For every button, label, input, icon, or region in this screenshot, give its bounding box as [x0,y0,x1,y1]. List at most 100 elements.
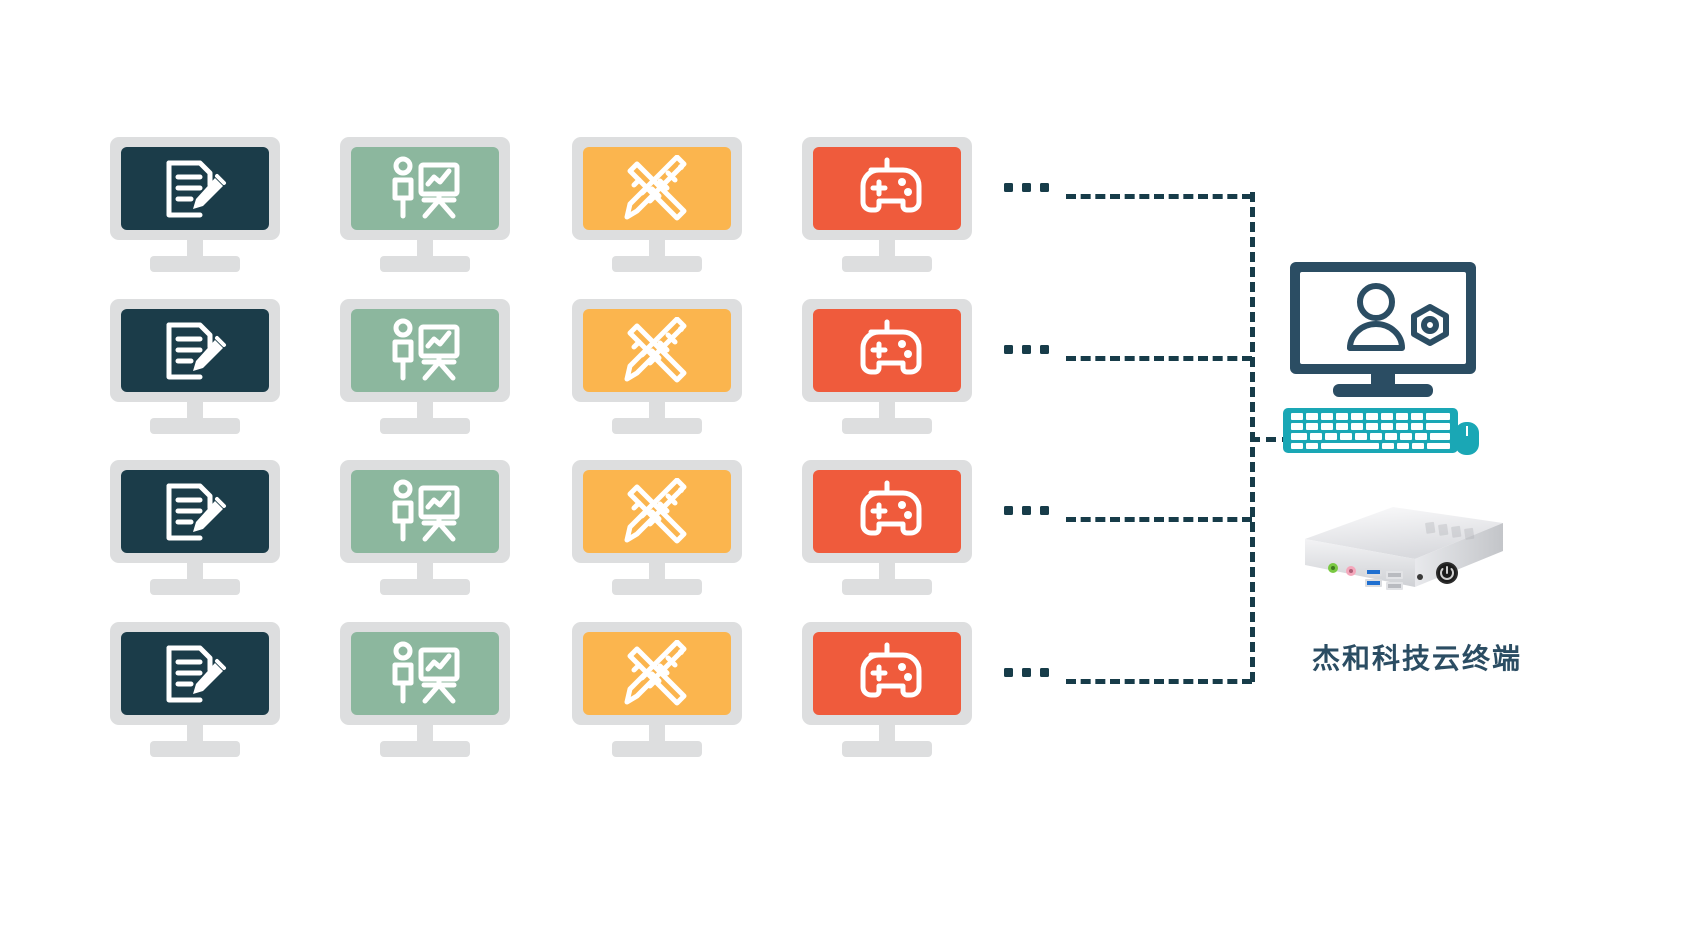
usb2-port-upper [1386,571,1403,579]
branch-line-row-2 [1066,356,1252,361]
pencil-glyph [193,496,226,532]
monitor-screen-office-document [121,632,269,715]
workstation-office-document-row-4[interactable] [110,622,280,757]
monitor-neck [879,561,895,583]
ellipsis-dot [1022,345,1031,354]
branch-line-row-3 [1066,517,1252,522]
terminal-monitor-svg [1290,262,1476,397]
workstation-design-drafting-row-4[interactable] [572,622,742,757]
monitor-base [612,256,702,272]
keyboard-keys [1291,413,1450,449]
thin-client-device [1275,495,1505,610]
audio-out-jack [1328,563,1338,573]
pencil-glyph [193,335,226,371]
ellipsis-dot [1022,668,1031,677]
ellipsis-dot [1004,345,1013,354]
monitor-base [380,579,470,595]
workstation-office-document-row-2[interactable] [110,299,280,434]
row-ellipsis-4 [1004,668,1049,677]
usb3-port-lower [1365,579,1382,587]
pencil-ruler-icon [624,154,687,220]
monitor-screen-office-document [121,309,269,392]
gamepad-icon [860,480,922,535]
reset-pinhole [1417,574,1423,580]
branch-line-row-4 [1066,679,1252,684]
presenter-board-icon [392,156,460,218]
monitor-base [612,418,702,434]
monitor-screen-design-drafting [583,147,731,230]
workstation-gaming-entertainment-row-3[interactable] [802,460,972,595]
pencil-ruler-icon [624,477,687,543]
workstation-gaming-entertainment-row-2[interactable] [802,299,972,434]
monitor-screen-office-document [121,147,269,230]
workstation-office-document-row-1[interactable] [110,137,280,272]
workstation-gaming-entertainment-row-4[interactable] [802,622,972,757]
keyboard-mouse-svg [1283,402,1479,455]
workstation-design-drafting-row-3[interactable] [572,460,742,595]
monitor-neck [649,238,665,260]
monitor-screen-design-drafting [583,632,731,715]
monitor-base [150,579,240,595]
monitor-neck [649,561,665,583]
monitor-base [842,579,932,595]
pencil-ruler-icon [624,316,687,382]
presenter-board-icon [392,318,460,380]
workstation-office-document-row-3[interactable] [110,460,280,595]
monitor-base [150,256,240,272]
monitor-base [380,256,470,272]
monitor-neck [417,238,433,260]
monitor-base [842,418,932,434]
ellipsis-dot [1004,183,1013,192]
monitor-neck [649,400,665,422]
user-settings-icon [1347,283,1405,351]
workstation-teaching-presentation-row-2[interactable] [340,299,510,434]
document-edit-icon [166,483,226,540]
usb3-port-upper [1365,568,1382,576]
presenter-board-icon [392,479,460,541]
monitor-neck [879,723,895,745]
workstation-design-drafting-row-1[interactable] [572,137,742,272]
gear-hexagon-icon [1411,304,1449,346]
document-edit-icon [166,645,226,702]
ellipsis-dot [1040,668,1049,677]
ellipsis-dot [1022,183,1031,192]
workstation-gaming-entertainment-row-1[interactable] [802,137,972,272]
monitor-screen-gaming-entertainment [813,470,961,553]
mouse-icon [1455,422,1479,455]
monitor-neck [187,400,203,422]
monitor-screen-gaming-entertainment [813,632,961,715]
monitor-base [612,579,702,595]
cloud-terminal-monitor [1288,260,1478,400]
monitor-neck [879,400,895,422]
row-ellipsis-1 [1004,183,1049,192]
monitor-base [612,741,702,757]
monitor-base [842,741,932,757]
microphone-jack [1346,566,1356,576]
monitor-screen-design-drafting [583,470,731,553]
thin-client-svg [1305,507,1503,590]
workstation-teaching-presentation-row-3[interactable] [340,460,510,595]
monitor-neck [187,238,203,260]
workstation-teaching-presentation-row-4[interactable] [340,622,510,757]
gamepad-icon [860,642,922,697]
monitor-neck [879,238,895,260]
ellipsis-dot [1004,506,1013,515]
monitor-screen-teaching-presentation [351,470,499,553]
pencil-glyph [193,658,226,694]
workstation-teaching-presentation-row-1[interactable] [340,137,510,272]
ellipsis-dot [1022,506,1031,515]
monitor-neck [417,723,433,745]
ellipsis-dot [1040,506,1049,515]
monitor-neck [417,400,433,422]
monitor-base [150,418,240,434]
monitor-screen-teaching-presentation [351,309,499,392]
row-ellipsis-3 [1004,506,1049,515]
ellipsis-dot [1040,345,1049,354]
usb2-port-lower [1386,582,1403,590]
monitor-screen-office-document [121,470,269,553]
pencil-glyph [193,173,226,209]
row-ellipsis-2 [1004,345,1049,354]
workstation-design-drafting-row-2[interactable] [572,299,742,434]
monitor-base [842,256,932,272]
